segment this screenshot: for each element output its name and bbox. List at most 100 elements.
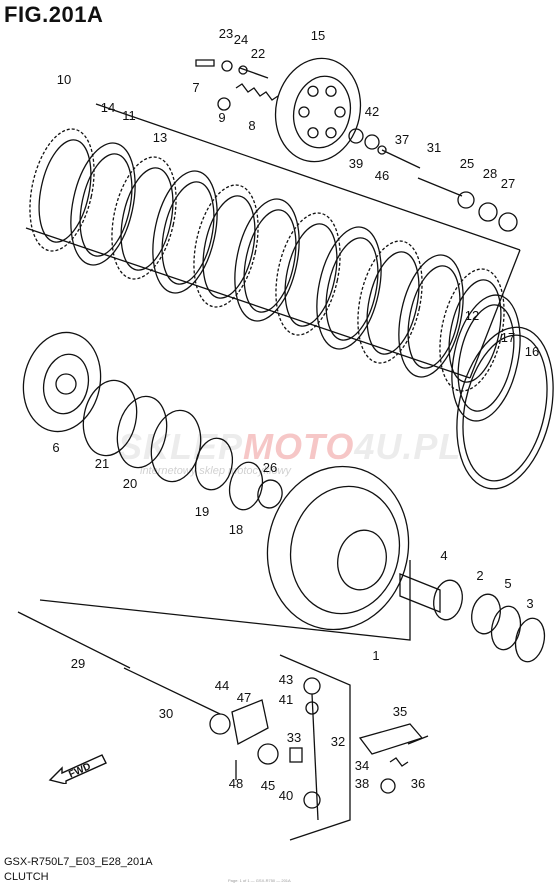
- clutch-plate-outer: [29, 128, 95, 252]
- part-label-40: 40: [279, 788, 293, 803]
- pressure-plate-boss: [307, 85, 319, 97]
- part-label-9: 9: [218, 110, 225, 125]
- washer-24: [238, 65, 248, 75]
- frame-line-mid: [25, 227, 471, 379]
- part-label-1: 1: [372, 648, 379, 663]
- part-label-37: 37: [395, 132, 409, 147]
- clutch-spring-22: [239, 67, 269, 79]
- part-label-30: 30: [159, 706, 173, 721]
- spring-34: [389, 757, 409, 767]
- figure-title: FIG.201A: [4, 2, 104, 27]
- watermark-brand-a: SKLEP: [118, 426, 244, 467]
- part-label-33: 33: [287, 730, 301, 745]
- part-label-18: 18: [229, 522, 243, 537]
- footer-section-name: CLUTCH: [4, 871, 49, 883]
- frame-line-basket: [39, 560, 411, 641]
- primary-driven-gear-1: [266, 465, 410, 631]
- washer-28: [478, 202, 498, 222]
- wire-ring-21: [82, 379, 138, 457]
- clutch-sleeve-hub-6: [22, 331, 102, 433]
- clutch-plate-inner: [38, 139, 92, 243]
- fwd-label: FWD: [67, 761, 92, 780]
- part-label-34: 34: [355, 758, 369, 773]
- clutch-plate-last-inner: [457, 304, 515, 412]
- clutch-plate-inner: [243, 209, 297, 313]
- frame-line-lower: [279, 654, 351, 841]
- bearing-43: [303, 677, 321, 695]
- part-label-3: 3: [526, 596, 533, 611]
- clutch-plate-outer: [357, 240, 423, 364]
- washer-3: [514, 617, 546, 663]
- needle-bearing-4: [433, 579, 463, 621]
- part-label-12: 12: [465, 308, 479, 323]
- pressure-plate-boss: [298, 106, 310, 118]
- clutch-plate-inner: [161, 181, 215, 285]
- part-label-10: 10: [57, 72, 71, 87]
- footer-fine-print: Page: 1 of 1 — GSX-R750 — 201A: [228, 878, 291, 883]
- washer-26: [257, 479, 283, 509]
- watermark-brand: SKLEPMOTO4U.PL: [118, 426, 461, 468]
- part-label-20: 20: [123, 476, 137, 491]
- pressure-plate-boss: [325, 85, 337, 97]
- part-label-7: 7: [192, 80, 199, 95]
- part-label-36: 36: [411, 776, 425, 791]
- part-label-8: 8: [248, 118, 255, 133]
- part-label-11: 11: [122, 108, 136, 123]
- release-lever-35: [358, 723, 424, 755]
- watermark-brand-c: 4U: [354, 426, 403, 467]
- washer-9: [217, 97, 231, 111]
- washer-38: [380, 778, 396, 794]
- part-label-2: 2: [476, 568, 483, 583]
- washer-23: [221, 60, 233, 72]
- part-label-15: 15: [311, 28, 325, 43]
- oil-seal-45: [257, 743, 279, 765]
- oil-seal-44: [209, 713, 231, 735]
- part-label-27: 27: [501, 176, 515, 191]
- clutch-plate-last: [451, 294, 521, 422]
- pressure-plate-15-hub: [292, 75, 352, 149]
- cover-47: [231, 699, 269, 745]
- clutch-cam-19: [194, 437, 234, 491]
- part-label-4: 4: [440, 548, 447, 563]
- spring-ring-17: [462, 334, 548, 482]
- part-label-17: 17: [501, 330, 515, 345]
- part-label-19: 19: [195, 504, 209, 519]
- clutch-plate-outer: [152, 170, 218, 294]
- clutch-plate-outer: [193, 184, 259, 308]
- part-label-31: 31: [427, 140, 441, 155]
- part-label-46: 46: [375, 168, 389, 183]
- bolt-7: [195, 59, 215, 67]
- part-label-45: 45: [261, 778, 275, 793]
- part-label-32: 32: [331, 734, 345, 749]
- part-label-44: 44: [215, 678, 229, 693]
- clutch-plate-outer: [234, 198, 300, 322]
- frame-line-top: [95, 103, 521, 251]
- watermark-brand-b: MOTO: [243, 426, 355, 467]
- one-way-clutch-18: [228, 461, 264, 511]
- part-label-29: 29: [71, 656, 85, 671]
- fwd-arrow: FWD: [48, 750, 108, 789]
- pin-33: [289, 747, 303, 763]
- spacer-4: [399, 573, 441, 613]
- part-label-22: 22: [251, 46, 265, 61]
- pressure-plate-boss: [325, 127, 337, 139]
- fwd-arrow-icon: FWD: [48, 754, 107, 785]
- watermark-brand-d: .PL: [402, 426, 462, 467]
- clutch-plate-outer: [439, 268, 505, 392]
- part-label-47: 47: [237, 690, 251, 705]
- part-label-38: 38: [355, 776, 369, 791]
- spacer-2: [471, 593, 501, 635]
- clutch-plate-inner: [448, 279, 502, 383]
- release-shaft-32: [311, 693, 319, 821]
- part-label-13: 13: [153, 130, 167, 145]
- pressure-plate-15: [274, 57, 362, 163]
- frame-line-right: [469, 249, 521, 379]
- bearing-5: [490, 605, 522, 651]
- part-label-16: 16: [525, 344, 539, 359]
- clutch-plate-inner: [79, 153, 133, 257]
- bearing-42: [364, 134, 380, 150]
- part-label-35: 35: [393, 704, 407, 719]
